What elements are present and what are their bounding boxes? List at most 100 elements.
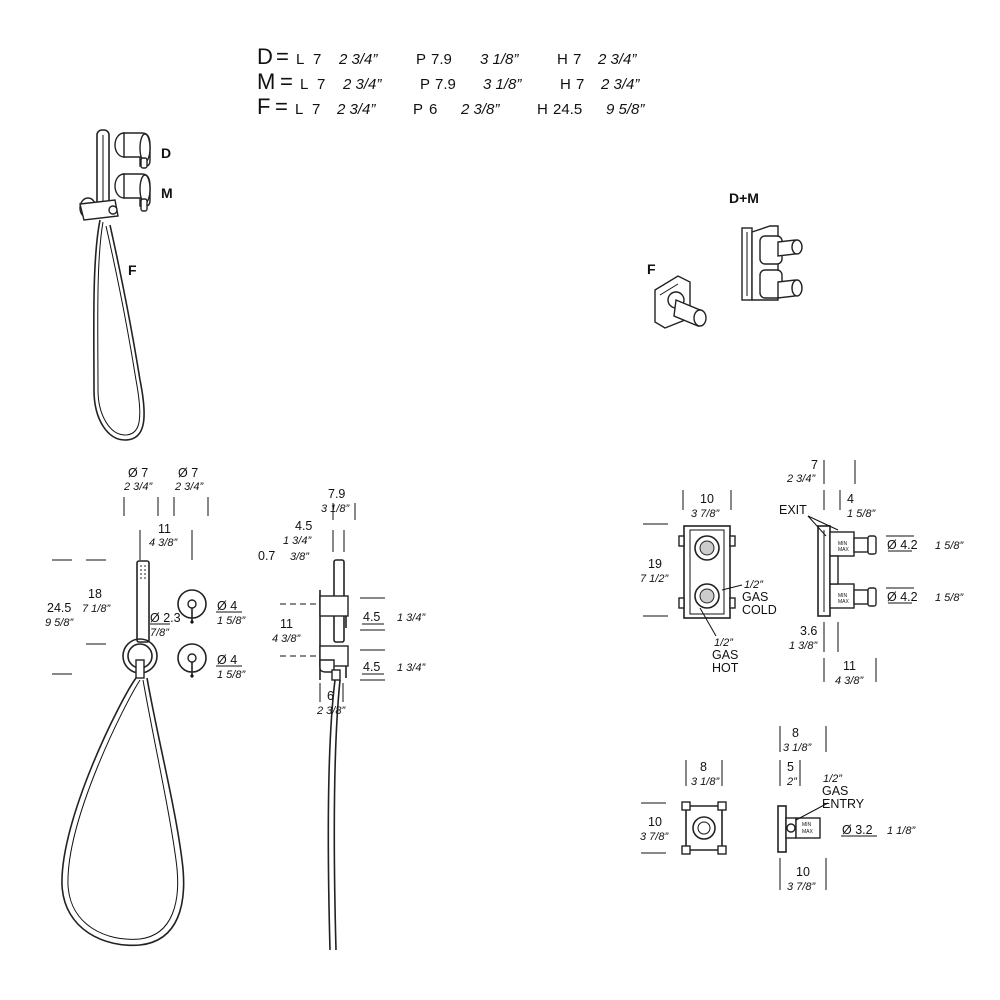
dim-4-5-top-in: 1 3/4”: [283, 535, 312, 547]
dim-dia7-b-in: 2 3/4”: [174, 481, 204, 493]
cold-size: 1/2”: [744, 579, 764, 591]
mixer-d-hub: [187, 599, 197, 609]
hot-label: HOT: [712, 661, 739, 675]
hose-connector: [135, 659, 145, 679]
front-elevation: Ø 7 2 3/4” Ø 7 2 3/4” 11 4 3/8” 18 24.5 …: [45, 466, 246, 947]
entry-gas: GAS: [822, 784, 848, 798]
p-key: P: [420, 76, 430, 93]
shower-hose-inner: [97, 221, 141, 436]
dim-dia4-d-in: 1 5/8”: [217, 615, 246, 627]
p-in: 3 1/8”: [480, 51, 519, 68]
h-in: 2 3/4”: [600, 76, 640, 93]
dim-4-valve: 4: [847, 492, 854, 506]
dim-dia2-3: Ø 2.3: [150, 611, 181, 625]
elbow-front-view: 8 3 1/8” 10 3 7/8”: [640, 760, 727, 855]
valve-side-body-top: [829, 531, 855, 557]
dim-dia3-2-in: 1 1/8”: [887, 825, 916, 837]
svg-text:MIN: MIN: [802, 822, 812, 828]
svg-text:MAX: MAX: [838, 547, 850, 553]
dim-7-9: 7.9: [328, 487, 345, 501]
dim-11-side: 11: [280, 617, 293, 631]
dim-8-elbow-in: 3 1/8”: [691, 776, 720, 788]
row-code: M: [257, 69, 275, 94]
dim-8-elbow: 8: [700, 760, 707, 774]
row-eq: =: [276, 44, 289, 69]
holder-bracket: [79, 199, 119, 221]
cold-label: COLD: [742, 603, 777, 617]
dim-dia7-b: Ø 7: [178, 466, 198, 480]
hand-shower-front: [136, 560, 150, 643]
dim-8-side: 8: [792, 726, 799, 740]
dim-dia7-a-in: 2 3/4”: [123, 481, 153, 493]
dim-dia4-m: Ø 4: [217, 653, 237, 667]
row-eq: =: [280, 69, 293, 94]
elbow-port: [692, 816, 716, 840]
dim-11-valve: 11: [843, 659, 856, 673]
hose-front-inner: [67, 679, 179, 940]
dim-4-5-top: 4.5: [295, 519, 312, 533]
dim-0-7: 0.7: [258, 549, 275, 563]
dim-5-in: 2”: [786, 776, 798, 788]
dim-10-valve-in: 3 7/8”: [691, 508, 720, 520]
l-key: L: [300, 76, 308, 93]
dim-11-side-in: 4 3/8”: [272, 633, 301, 645]
dim-18-in: 7 1/8”: [82, 603, 111, 615]
entry-label: ENTRY: [822, 797, 865, 811]
dim-8-side-in: 3 1/8”: [783, 742, 812, 754]
dim-11: 11: [158, 522, 171, 536]
l-cm: 7: [313, 51, 321, 68]
dim-4-5-m-in: 1 3/4”: [397, 662, 426, 674]
h-in: 9 5/8”: [606, 101, 645, 118]
hot-size: 1/2”: [714, 637, 734, 649]
dim-dia3-2: Ø 3.2: [842, 823, 873, 837]
valve-body-plate: [683, 525, 731, 619]
elbow-side-plate: [777, 805, 787, 853]
dim-11-valve-in: 4 3/8”: [835, 675, 864, 687]
valve-front-view: 10 3 7/8” 19 7 1/2” 1/2” GAS COLD 1/2” G…: [640, 490, 777, 675]
dim-0-7-in: 3/8”: [290, 551, 310, 563]
p-cm: 7.9: [431, 51, 452, 68]
elbow-side-body: [795, 817, 821, 839]
l-key: L: [295, 101, 303, 118]
dim-18: 18: [88, 587, 102, 601]
mixer-m-perspective: [114, 173, 151, 212]
p-cm: 6: [429, 101, 437, 118]
dim-4-valve-in: 1 5/8”: [847, 508, 876, 520]
mixer-m-hub: [187, 653, 197, 663]
holder-screw: [108, 205, 118, 215]
dim-3-6: 3.6: [800, 624, 817, 638]
dim-dia4-d: Ø 4: [217, 599, 237, 613]
h-cm: 7: [573, 51, 581, 68]
dim-5: 5: [787, 760, 794, 774]
dim-dia4-2-b-in: 1 5/8”: [935, 592, 964, 604]
l-in: 2 3/4”: [338, 51, 378, 68]
p-in: 2 3/8”: [460, 101, 500, 118]
dim-10-elbow: 10: [648, 815, 662, 829]
hot-port: [694, 583, 720, 609]
dim-6-in: 2 3/8”: [316, 705, 346, 717]
svg-text:MAX: MAX: [838, 599, 850, 605]
p-cm: 7.9: [435, 76, 456, 93]
label-m: M: [161, 185, 173, 201]
dim-4-5-m: 4.5: [363, 660, 380, 674]
cold-gas: GAS: [742, 590, 768, 604]
entry-size: 1/2”: [823, 773, 843, 785]
l-cm: 7: [317, 76, 325, 93]
label-f: F: [128, 262, 137, 278]
dim-dia4-2-a: Ø 4.2: [887, 538, 918, 552]
cold-port: [694, 535, 720, 561]
dim-dia4-m-in: 1 5/8”: [217, 669, 246, 681]
elbow-plate: [685, 805, 723, 851]
h-cm: 24.5: [553, 101, 582, 118]
perspective-elbow-f: [654, 275, 707, 329]
header-dimensions: D = L 7 2 3/4” P 7.9 3 1/8” H 7 2 3/4” M…: [257, 44, 645, 119]
shower-hose: [92, 219, 145, 441]
dim-7-valve-in: 2 3/4”: [786, 473, 816, 485]
h-cm: 7: [576, 76, 584, 93]
dim-11-in: 4 3/8”: [149, 537, 178, 549]
h-key: H: [557, 51, 568, 68]
h-in: 2 3/4”: [597, 51, 637, 68]
mixer-d-side: [319, 595, 349, 617]
dim-6: 6: [327, 689, 334, 703]
